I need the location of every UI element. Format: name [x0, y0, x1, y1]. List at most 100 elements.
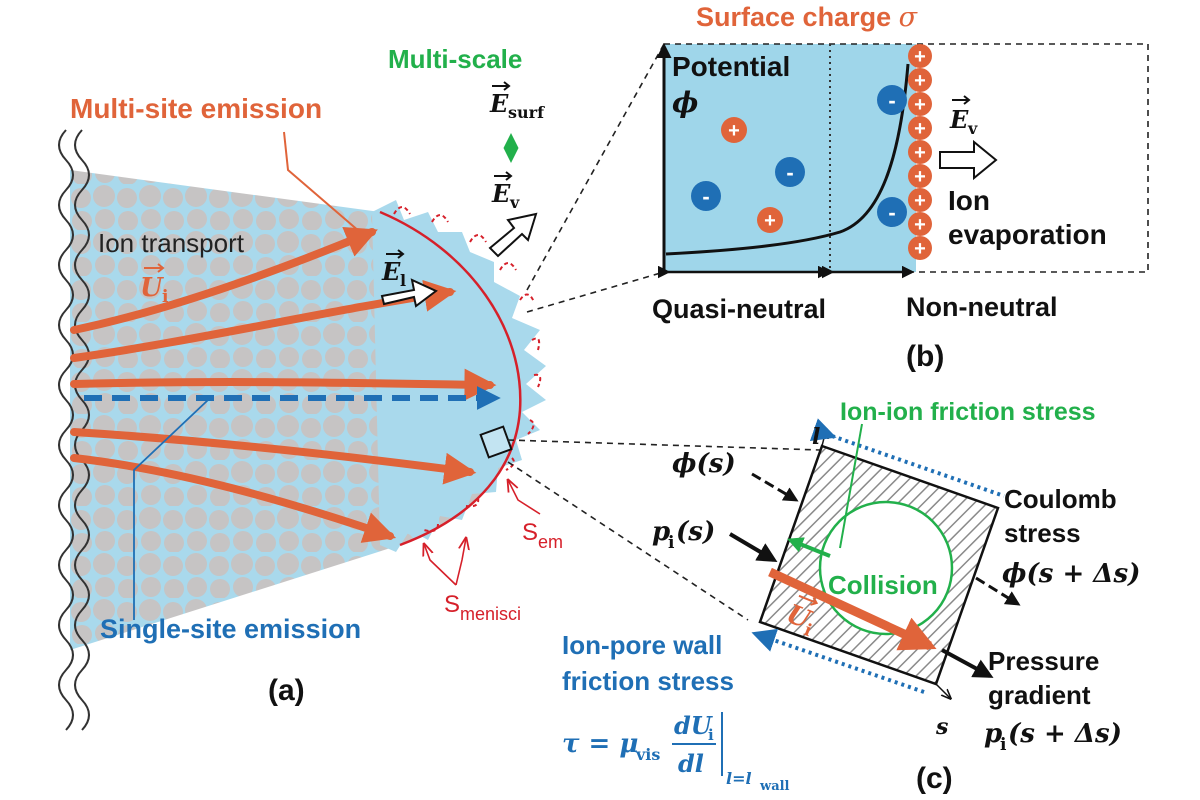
- friction-stress-label: friction stress: [562, 666, 734, 696]
- e-v-hollow-arrow: [488, 212, 538, 258]
- streamline-4: [70, 428, 477, 485]
- pressure-label: Pressure: [988, 646, 1099, 676]
- s-em-label: S em: [522, 519, 563, 552]
- svg-text:i: i: [668, 533, 675, 553]
- e-v-symbol-b: E v: [949, 95, 978, 138]
- e-l-symbol: E l: [381, 249, 406, 290]
- multi-scale-label: Multi-scale: [388, 44, 522, 74]
- potential-curve: [665, 63, 910, 256]
- svg-text:menisci: menisci: [460, 604, 521, 624]
- phi-s-ds-label: ϕ(s + Δs): [1002, 559, 1140, 589]
- stress-label: stress: [1004, 518, 1081, 548]
- svg-text:E: E: [949, 105, 969, 134]
- e-surf-symbol: E surf: [489, 81, 545, 122]
- surface-charge-ion: [908, 92, 932, 116]
- zoom-connectors: [507, 43, 821, 621]
- ion-label: Ion: [948, 185, 990, 216]
- svg-text:+: +: [914, 46, 926, 68]
- svg-text:+: +: [914, 94, 926, 116]
- surface-charge-ion: [908, 44, 932, 68]
- s-menisci-label: S menisci: [444, 591, 521, 624]
- streamline-3: [70, 368, 497, 401]
- svg-text:+: +: [914, 70, 926, 92]
- phi-s-ds-arrow: [975, 576, 1021, 606]
- surface-charge-ion: [908, 68, 932, 92]
- control-volume-marker: [479, 425, 513, 459]
- phi-label: ϕ: [672, 86, 698, 119]
- wall-friction-arrow-top: [809, 418, 1005, 498]
- ion-ion-friction-arrow: [787, 537, 831, 558]
- p-i-s-ds-label: p i (s + Δs): [984, 719, 1122, 755]
- ion-pore-wall-label: Ion-pore wall: [562, 630, 722, 660]
- svg-text:i: i: [1000, 735, 1007, 755]
- panel-a: Multi-site emission Multi-scale Ion tran…: [58, 44, 563, 731]
- meniscus-bumps: [393, 206, 542, 533]
- svg-text:+: +: [914, 190, 926, 212]
- svg-text:(s + Δs): (s + Δs): [1008, 719, 1122, 749]
- svg-text:E: E: [491, 179, 511, 208]
- p-i-s-ds-arrow: [941, 648, 994, 678]
- svg-text:v: v: [509, 193, 520, 212]
- svg-text:+: +: [914, 166, 926, 188]
- svg-text:Surface charge σ: Surface charge σ: [696, 2, 919, 33]
- s-menisci-leader-1: [424, 544, 457, 586]
- svg-text:+: +: [914, 238, 926, 260]
- svg-text:p: p: [984, 719, 1002, 749]
- single-site-label: Single-site emission: [100, 614, 361, 644]
- svg-text:dU: dU: [674, 711, 714, 740]
- anion: [877, 85, 907, 115]
- p-i-s-arrow: [728, 532, 778, 563]
- panel-a-label: (a): [268, 674, 305, 707]
- multi-site-label: Multi-site emission: [70, 93, 322, 124]
- collision-label: Collision: [828, 570, 938, 600]
- s-menisci-leader-2: [455, 538, 466, 586]
- surface-charge-ion: [908, 188, 932, 212]
- quasi-neutral-label: Quasi-neutral: [652, 294, 826, 324]
- svg-text:-: -: [786, 160, 793, 185]
- svg-text:S: S: [522, 519, 538, 546]
- axis-s-label: s: [935, 714, 948, 740]
- svg-text:surf: surf: [508, 103, 545, 122]
- axis-l: [822, 430, 826, 447]
- menisci-spikes: [372, 200, 546, 552]
- surface-charge-title: Surface charge σ: [696, 2, 919, 33]
- svg-text:E: E: [489, 89, 509, 118]
- svg-text:-: -: [702, 184, 709, 209]
- anion: [691, 181, 721, 211]
- gradient-label: gradient: [988, 680, 1091, 710]
- svg-text:+: +: [914, 118, 926, 140]
- phi-s-arrow: [751, 472, 799, 502]
- ion-ion-friction-label: Ion-ion friction stress: [840, 398, 1096, 426]
- panel-c-label: (c): [916, 762, 953, 795]
- surface-charge-ion: [908, 164, 932, 188]
- svg-text:l: l: [400, 271, 406, 290]
- u-i-symbol-a: U i: [140, 263, 169, 307]
- single-site-leader: [133, 399, 209, 620]
- p-i-s-label: p i (s): [652, 517, 715, 553]
- axis-s: [935, 683, 950, 698]
- cation: [721, 117, 747, 143]
- potential-label: Potential: [672, 51, 790, 82]
- svg-text:E: E: [381, 257, 401, 286]
- meniscus-outline: [379, 210, 522, 547]
- svg-text:v: v: [967, 119, 978, 138]
- anion: [877, 197, 907, 227]
- svg-text:(s): (s): [676, 517, 715, 547]
- ion-velocity-arrow: [768, 567, 937, 651]
- coulomb-label: Coulomb: [1004, 484, 1117, 514]
- cation: [757, 207, 783, 233]
- svg-text:+: +: [728, 120, 740, 142]
- axis-l-label: l: [812, 424, 820, 450]
- surface-charge-ion: [908, 212, 932, 236]
- svg-text:l=l: l=l: [726, 769, 752, 788]
- svg-text:i: i: [708, 726, 714, 744]
- wall-friction-equation: τ = μ vis dU i dl l=l wall: [562, 711, 790, 794]
- streamline-5: [70, 454, 397, 543]
- surface-charge-column: + + + + + + + + +: [908, 44, 932, 260]
- svg-text:i: i: [162, 287, 169, 307]
- evaporation-hollow-arrow: [939, 139, 998, 181]
- streamline-1: [70, 226, 378, 334]
- svg-text:vis: vis: [635, 745, 660, 764]
- e-v-symbol-a: E v: [491, 171, 520, 212]
